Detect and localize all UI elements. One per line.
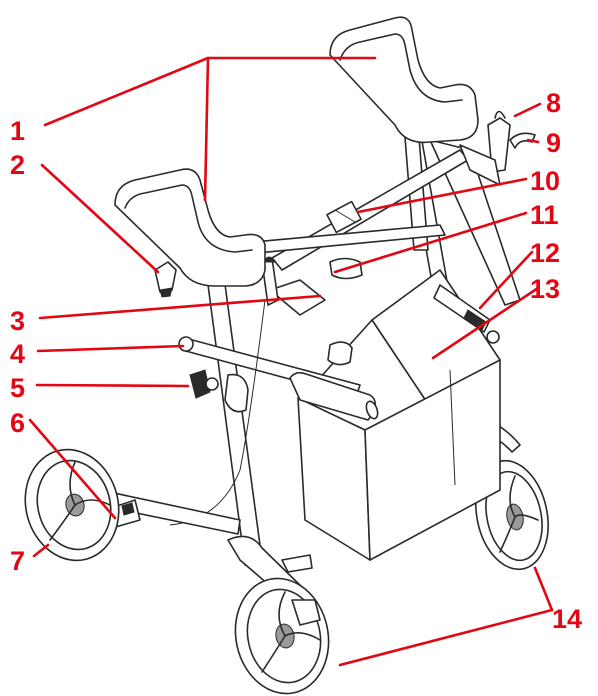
callout-8: 8 [546, 88, 561, 118]
adjustment-knob [189, 369, 219, 399]
callout-5: 5 [10, 373, 25, 403]
callout-3: 3 [10, 306, 25, 336]
leader-3 [38, 294, 322, 320]
callout-6: 6 [10, 408, 25, 438]
leader-7 [32, 543, 50, 558]
callout-1: 1 [10, 116, 25, 146]
rollator-illustration [24, 16, 549, 695]
callout-9: 9 [546, 128, 561, 158]
leader-4 [36, 344, 185, 353]
leader-10 [356, 177, 528, 214]
callout-4: 4 [10, 339, 25, 369]
left-armrest [114, 168, 266, 287]
leader-5 [35, 383, 190, 388]
leader-11 [333, 211, 528, 274]
callout-11: 11 [530, 200, 559, 230]
callout-12: 12 [530, 238, 560, 268]
leader-12 [478, 250, 534, 310]
front-right-wheel [234, 577, 330, 695]
callout-10: 10 [530, 166, 560, 196]
leader-14a [533, 566, 554, 612]
callout-labels: 1 2 3 4 5 6 7 8 9 10 11 12 13 14 [10, 88, 582, 634]
right-armrest [329, 16, 479, 144]
callout-13: 13 [530, 274, 560, 304]
leader-1b [203, 56, 210, 202]
callout-7: 7 [10, 546, 25, 576]
right-handle [459, 110, 536, 186]
leader-lines [28, 56, 554, 667]
callout-14: 14 [552, 604, 582, 634]
leader-1 [43, 56, 210, 127]
leader-13 [431, 286, 540, 360]
left-handle [154, 261, 177, 298]
leader-2 [40, 163, 160, 274]
leader-14b [338, 608, 554, 667]
front-left-wheel [24, 448, 120, 562]
leader-8 [513, 102, 542, 118]
leader-6 [28, 418, 117, 520]
seat-bar [178, 284, 500, 421]
folding-mechanism [261, 256, 363, 316]
callout-2: 2 [10, 150, 25, 180]
leader-9 [526, 138, 540, 144]
